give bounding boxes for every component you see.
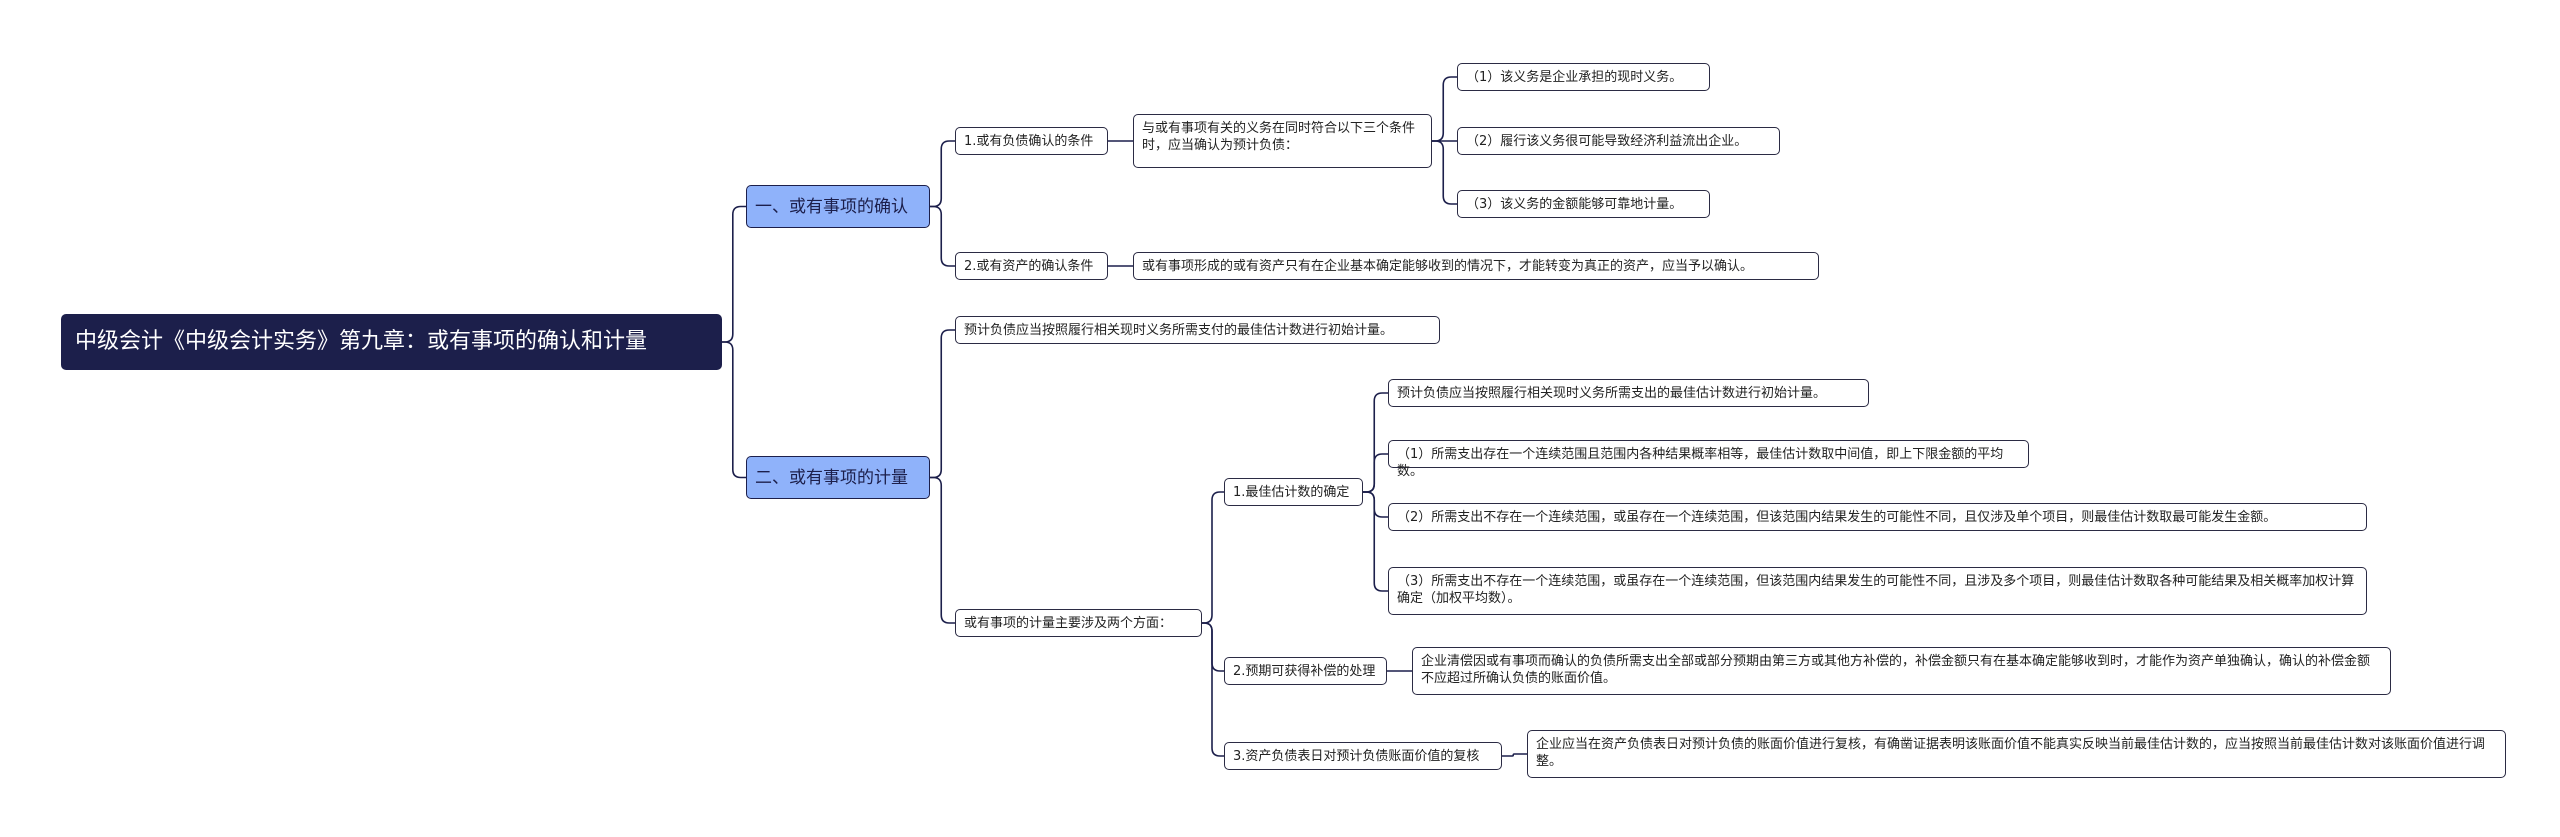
asset-conditions-desc[interactable]: 或有事项形成的或有资产只有在企业基本确定能够收到的情况下，才能转变为真正的资产，… [1133, 252, 1819, 280]
connector-asp-rev [1202, 622, 1224, 757]
connector-adesc-ac3 [1432, 140, 1457, 205]
liability-conditions-desc[interactable]: 与或有事项有关的义务在同时符合以下三个条件时，应当确认为预计负债： [1133, 114, 1432, 168]
condition-3[interactable]: （3）该义务的金额能够可靠地计量。 [1457, 190, 1710, 218]
initial-measurement[interactable]: 预计负债应当按照履行相关现时义务所需支付的最佳估计数进行初始计量。 [955, 316, 1440, 344]
best-estimate[interactable]: 1.最佳估计数的确定 [1224, 478, 1363, 506]
measurement-aspects[interactable]: 或有事项的计量主要涉及两个方面： [955, 609, 1202, 637]
connector-best-bc0 [1363, 392, 1388, 493]
best-estimate-item-2[interactable]: （2）所需支出不存在一个连续范围，或虽存在一个连续范围，但该范围内结果发生的可能… [1388, 503, 2367, 531]
connector-rev-revdesc [1502, 753, 1527, 757]
compensation-desc[interactable]: 企业清偿因或有事项而确认的负债所需支出全部或部分预期由第三方或其他方补偿的，补偿… [1412, 647, 2391, 695]
connector-s2-asp [930, 476, 955, 624]
connector-s1-b [930, 205, 955, 267]
condition-2[interactable]: （2）履行该义务很可能导致经济利益流出企业。 [1457, 127, 1780, 155]
contingent-asset-conditions[interactable]: 2.或有资产的确认条件 [955, 252, 1108, 280]
topic-measurement[interactable]: 二、或有事项的计量 [746, 456, 930, 499]
best-estimate-item-1[interactable]: （1）所需支出存在一个连续范围且范围内各种结果概率相等，最佳估计数取中间值，即上… [1388, 440, 2029, 479]
connector-root-s2 [722, 341, 746, 479]
root-topic[interactable]: 中级会计《中级会计实务》第九章：或有事项的确认和计量 [61, 314, 722, 370]
topic-recognition[interactable]: 一、或有事项的确认 [746, 185, 930, 228]
review-desc[interactable]: 企业应当在资产负债表日对预计负债的账面价值进行复核，有确凿证据表明该账面价值不能… [1527, 730, 2506, 778]
best-estimate-item-3[interactable]: （3）所需支出不存在一个连续范围，或虽存在一个连续范围，但该范围内结果发生的可能… [1388, 567, 2367, 615]
connector-asp-comp [1202, 622, 1224, 672]
connector-s1-a [930, 140, 955, 208]
condition-1[interactable]: （1）该义务是企业承担的现时义务。 [1457, 63, 1710, 91]
connector-best-bc3 [1363, 491, 1388, 592]
connector-best-bc1 [1363, 453, 1388, 493]
connector-asp-best [1202, 491, 1224, 624]
expected-compensation[interactable]: 2.预期可获得补偿的处理 [1224, 657, 1387, 685]
contingent-liability-conditions[interactable]: 1.或有负债确认的条件 [955, 127, 1108, 155]
connector-root-s1 [722, 205, 746, 343]
balance-sheet-review[interactable]: 3.资产负债表日对预计负债账面价值的复核 [1224, 742, 1502, 770]
best-estimate-item-0[interactable]: 预计负债应当按照履行相关现时义务所需支出的最佳估计数进行初始计量。 [1388, 379, 1869, 407]
connector-best-bc2 [1363, 491, 1388, 518]
connector-s2-init [930, 329, 955, 479]
connector-adesc-ac1 [1432, 76, 1457, 142]
